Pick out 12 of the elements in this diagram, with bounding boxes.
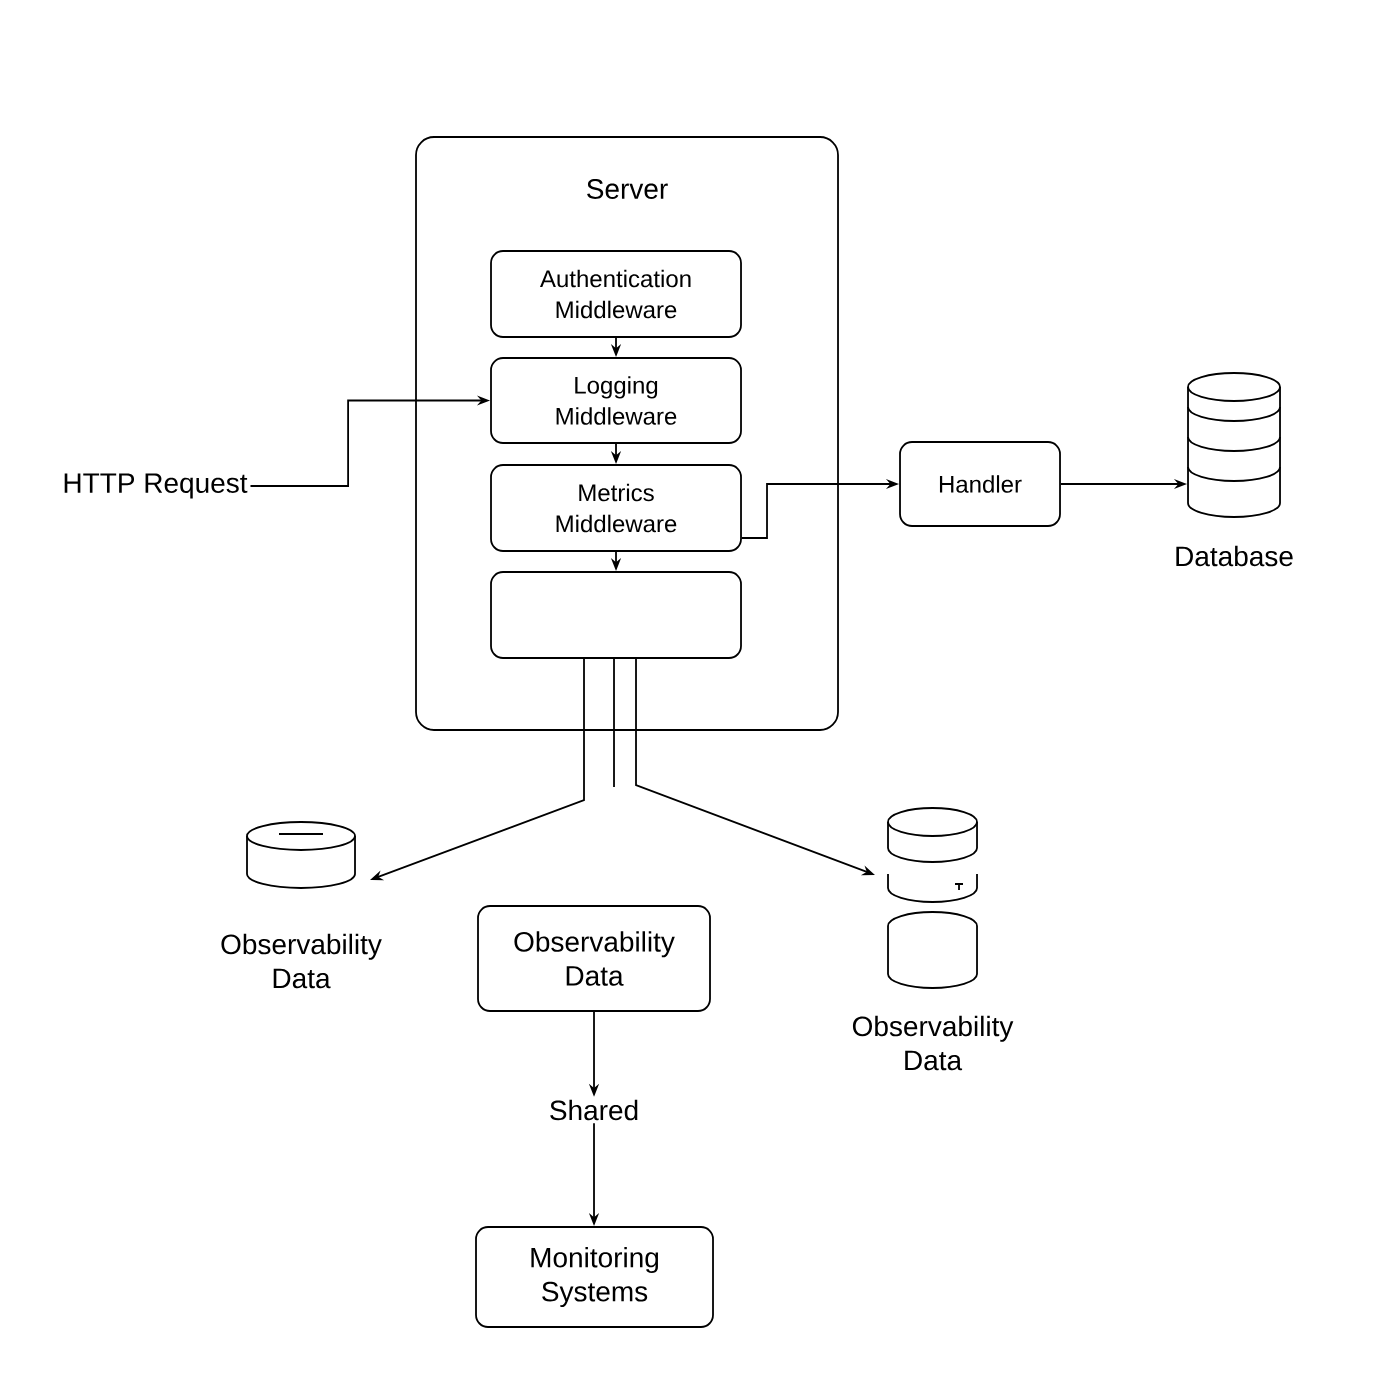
label-text: HTTP Request: [64, 473, 248, 499]
label-text: Shared: [550, 1099, 638, 1121]
caption-text: Database: [1176, 545, 1293, 567]
process-box: Authentication Middleware: [490, 250, 742, 338]
caption-text: Observability Data: [852, 1015, 1014, 1071]
process-box: Logging Middleware: [490, 357, 742, 444]
process-box: Monitoring Systems: [475, 1226, 714, 1328]
process-box: Observability Data: [477, 905, 711, 1012]
empty-box: [490, 571, 742, 659]
process-box: Handler: [899, 441, 1061, 527]
process-box: Metrics Middleware: [490, 464, 742, 552]
caption-text: Observability Data: [221, 933, 382, 989]
